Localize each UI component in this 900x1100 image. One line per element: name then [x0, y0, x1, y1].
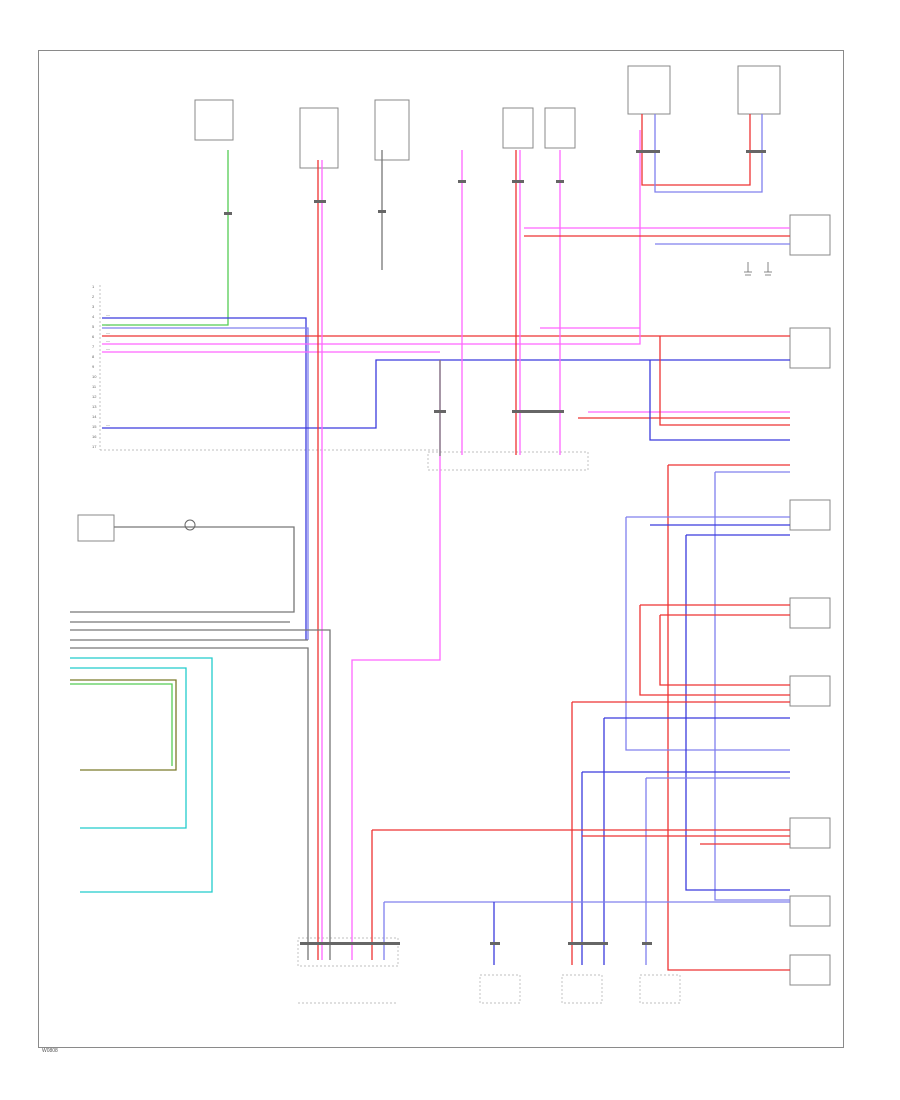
svg-text:7: 7: [92, 344, 95, 349]
connector-icon: [512, 180, 524, 183]
svg-text:—: —: [106, 422, 110, 427]
green-wire: [102, 150, 229, 326]
component-box-icon: [374, 99, 410, 161]
connector-icon: [458, 180, 466, 183]
component-box-icon: [789, 954, 831, 986]
svg-text:8: 8: [92, 354, 95, 359]
svg-text:2: 2: [92, 294, 95, 299]
svg-text:5: 5: [92, 324, 95, 329]
connector-icon: [378, 210, 386, 213]
svg-text:16: 16: [92, 434, 97, 439]
svg-text:1: 1: [92, 284, 95, 289]
component-box-icon: [737, 65, 781, 115]
svg-text:—: —: [106, 312, 110, 317]
component-box-icon: [789, 499, 831, 531]
blue-wire: [649, 360, 790, 441]
svg-text:—: —: [106, 346, 110, 351]
gray-wire: [70, 647, 309, 960]
footer-code: W0808: [42, 1048, 58, 1054]
component-box-icon: [77, 514, 115, 542]
svg-text:15: 15: [92, 424, 97, 429]
green-wire: [70, 683, 173, 766]
blue-wire: [685, 535, 790, 891]
connector-icon: [314, 200, 326, 203]
blue-wire: [102, 359, 790, 429]
component-box-icon: [502, 107, 534, 149]
ground-symbol-icon: [764, 262, 772, 276]
svg-text:10: 10: [92, 374, 97, 379]
blue-wire: [625, 517, 790, 751]
wire-labels: — — — — — —: [106, 312, 110, 427]
connector-icon: [184, 519, 196, 531]
component-box-icon: [627, 65, 671, 115]
connector-icon: [300, 942, 400, 945]
svg-text:4: 4: [92, 314, 95, 319]
svg-text:—: —: [106, 322, 110, 327]
connector-icon: [642, 942, 652, 945]
component-box-icon: [789, 895, 831, 927]
ground-symbol-icon: [744, 262, 752, 276]
connector-icon: [490, 942, 500, 945]
cyan-wire: [70, 667, 187, 829]
svg-text:6: 6: [92, 334, 95, 339]
blue-wire: [102, 327, 309, 640]
pink-wire: [102, 130, 641, 345]
wires: [70, 114, 790, 971]
svg-text:—: —: [106, 338, 110, 343]
ground-symbols: [744, 262, 772, 276]
gray-wire: [70, 629, 331, 960]
component-box-icon: [789, 214, 831, 256]
olive-wire: [70, 679, 177, 771]
svg-text:3: 3: [92, 304, 95, 309]
connector-icon: [556, 180, 564, 183]
svg-text:11: 11: [92, 384, 97, 389]
red-wire: [659, 336, 790, 426]
diagram-frame: [38, 50, 844, 1048]
connector-marks: [184, 150, 766, 945]
svg-text:9: 9: [92, 364, 95, 369]
component-box-icon: [299, 107, 339, 169]
blue-wire: [654, 114, 763, 193]
component-box-icon: [194, 99, 234, 141]
component-box-icon: [789, 327, 831, 369]
svg-text:17: 17: [92, 444, 97, 449]
connector-icon: [224, 212, 232, 215]
svg-text:12: 12: [92, 394, 97, 399]
connector-icon: [512, 410, 564, 413]
connector-icon: [568, 942, 608, 945]
top-components: [77, 65, 831, 986]
component-box-icon: [789, 675, 831, 707]
red-wire: [641, 114, 751, 186]
svg-text:—: —: [106, 330, 110, 335]
cyan-wire: [70, 657, 213, 893]
red-wire: [639, 605, 790, 696]
connector-icon: [746, 150, 766, 153]
pink-wire: [351, 360, 441, 960]
red-wire: [667, 465, 790, 971]
component-box-icon: [789, 597, 831, 629]
connector-icon: [434, 410, 446, 413]
svg-text:14: 14: [92, 414, 97, 419]
dashed-frames: [297, 451, 681, 1004]
component-box-icon: [789, 817, 831, 849]
component-box-icon: [544, 107, 576, 149]
gray-wire: [70, 526, 295, 613]
svg-text:13: 13: [92, 404, 97, 409]
blue-wire: [102, 317, 307, 640]
connector-icon: [636, 150, 660, 153]
red-wire: [659, 615, 790, 686]
